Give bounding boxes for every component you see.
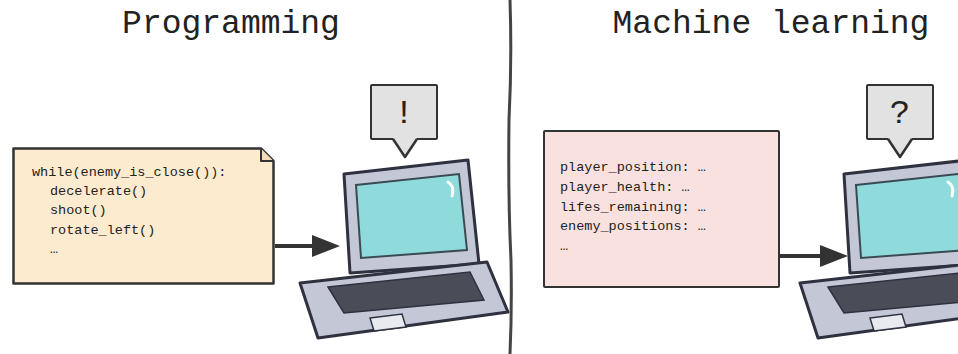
bubble-tail — [888, 138, 912, 157]
laptop-lid — [344, 160, 479, 273]
laptop-touchpad — [870, 314, 906, 331]
speech-bubble: ! — [370, 84, 438, 140]
screen-glare — [448, 182, 453, 196]
note-fold — [261, 149, 274, 162]
laptop — [800, 160, 958, 338]
feature-line: … — [560, 237, 778, 257]
bubble-tail-outline — [393, 139, 417, 157]
feature-line: lifes_remaining: … — [560, 198, 778, 218]
arrow-head — [820, 245, 848, 267]
arrow-shaft — [780, 254, 824, 258]
laptop-base — [800, 262, 958, 338]
screen-glare — [948, 182, 953, 196]
laptop-base — [300, 262, 508, 338]
laptop-lid — [844, 160, 958, 273]
divider-line — [509, 0, 512, 354]
laptop-keyboard — [828, 272, 958, 313]
feature-line: enemy_positions: … — [560, 217, 778, 237]
laptop-screen — [356, 174, 467, 258]
bubble-tail — [393, 138, 417, 157]
feature-line: player_position: … — [560, 158, 778, 178]
bubble-symbol: ! — [372, 94, 436, 134]
laptop-keyboard — [328, 272, 484, 313]
bubble-symbol: ? — [868, 94, 932, 134]
laptop-touchpad — [370, 314, 406, 331]
code-line: decelerate() — [50, 182, 275, 201]
feature-line: player_health: … — [560, 178, 778, 198]
speech-bubble: ? — [866, 84, 934, 140]
feature-box: player_position: …player_health: …lifes_… — [543, 130, 780, 288]
code-line: rotate_left() — [50, 221, 275, 240]
section-heading: Programming — [122, 6, 340, 43]
code-line: shoot() — [50, 201, 275, 220]
laptop-screen — [856, 174, 958, 258]
laptop — [300, 160, 508, 338]
code-line: … — [50, 240, 275, 259]
bubble-tail-outline — [888, 139, 912, 157]
code-line: while(enemy_is_close()): — [32, 163, 275, 182]
section-heading: Machine learning — [613, 6, 930, 43]
arrow-head — [312, 235, 340, 257]
code-box: while(enemy_is_close()):decelerate()shoo… — [12, 147, 275, 285]
arrow-shaft — [275, 244, 316, 248]
